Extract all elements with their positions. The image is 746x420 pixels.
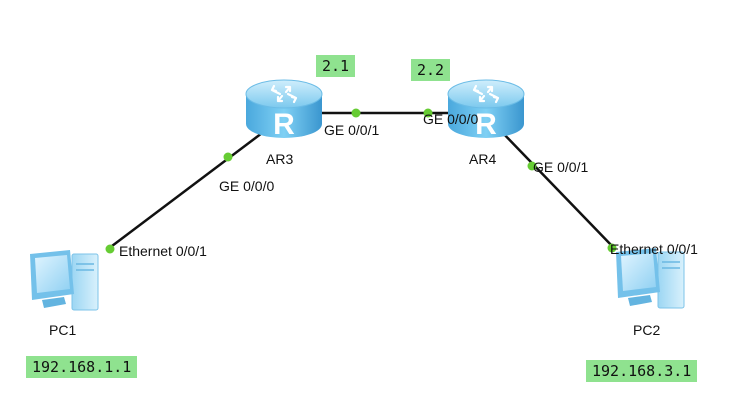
port-dot-ar4-ge001[interactable] [527,161,537,171]
port-dot-ar4-ge000[interactable] [423,108,433,118]
device-name-pc2: PC2 [633,322,661,338]
svg-text:R: R [475,108,497,141]
device-name-ar3: AR3 [266,151,294,167]
pc-icon[interactable] [616,248,685,309]
port-dot-ar3-ge000[interactable] [223,152,233,162]
port-label-pc2-eth: Ethernet 0/0/1 [610,241,698,257]
address-tag-ar3[interactable]: 2.1 [316,55,356,77]
router-icon[interactable]: R [447,79,525,141]
device-name-ar4: AR4 [469,151,497,167]
address-tag-ar4[interactable]: 2.2 [411,59,451,81]
ip-tag-pc1[interactable]: 192.168.1.1 [26,356,138,378]
ip-tag-pc2[interactable]: 192.168.3.1 [586,360,698,382]
port-label-ar3-ge000: GE 0/0/0 [219,178,275,194]
device-name-pc1: PC1 [49,322,77,338]
router-icon[interactable]: R [245,79,323,141]
port-dot-ar3-ge001[interactable] [351,108,361,118]
port-dot-pc2-eth[interactable] [607,243,617,253]
port-label-ar3-ge001: GE 0/0/1 [324,122,380,138]
link-ar4-pc2 [497,127,615,249]
pc-icon[interactable] [30,250,99,311]
port-dot-pc1-eth[interactable] [105,244,115,254]
port-label-pc1-eth: Ethernet 0/0/1 [119,243,207,259]
svg-text:R: R [273,108,295,141]
port-label-ar4-ge001: GE 0/0/1 [533,159,589,175]
port-label-ar4-ge000: GE 0/0/0 [423,111,479,127]
link-pc1-ar3 [107,129,267,250]
